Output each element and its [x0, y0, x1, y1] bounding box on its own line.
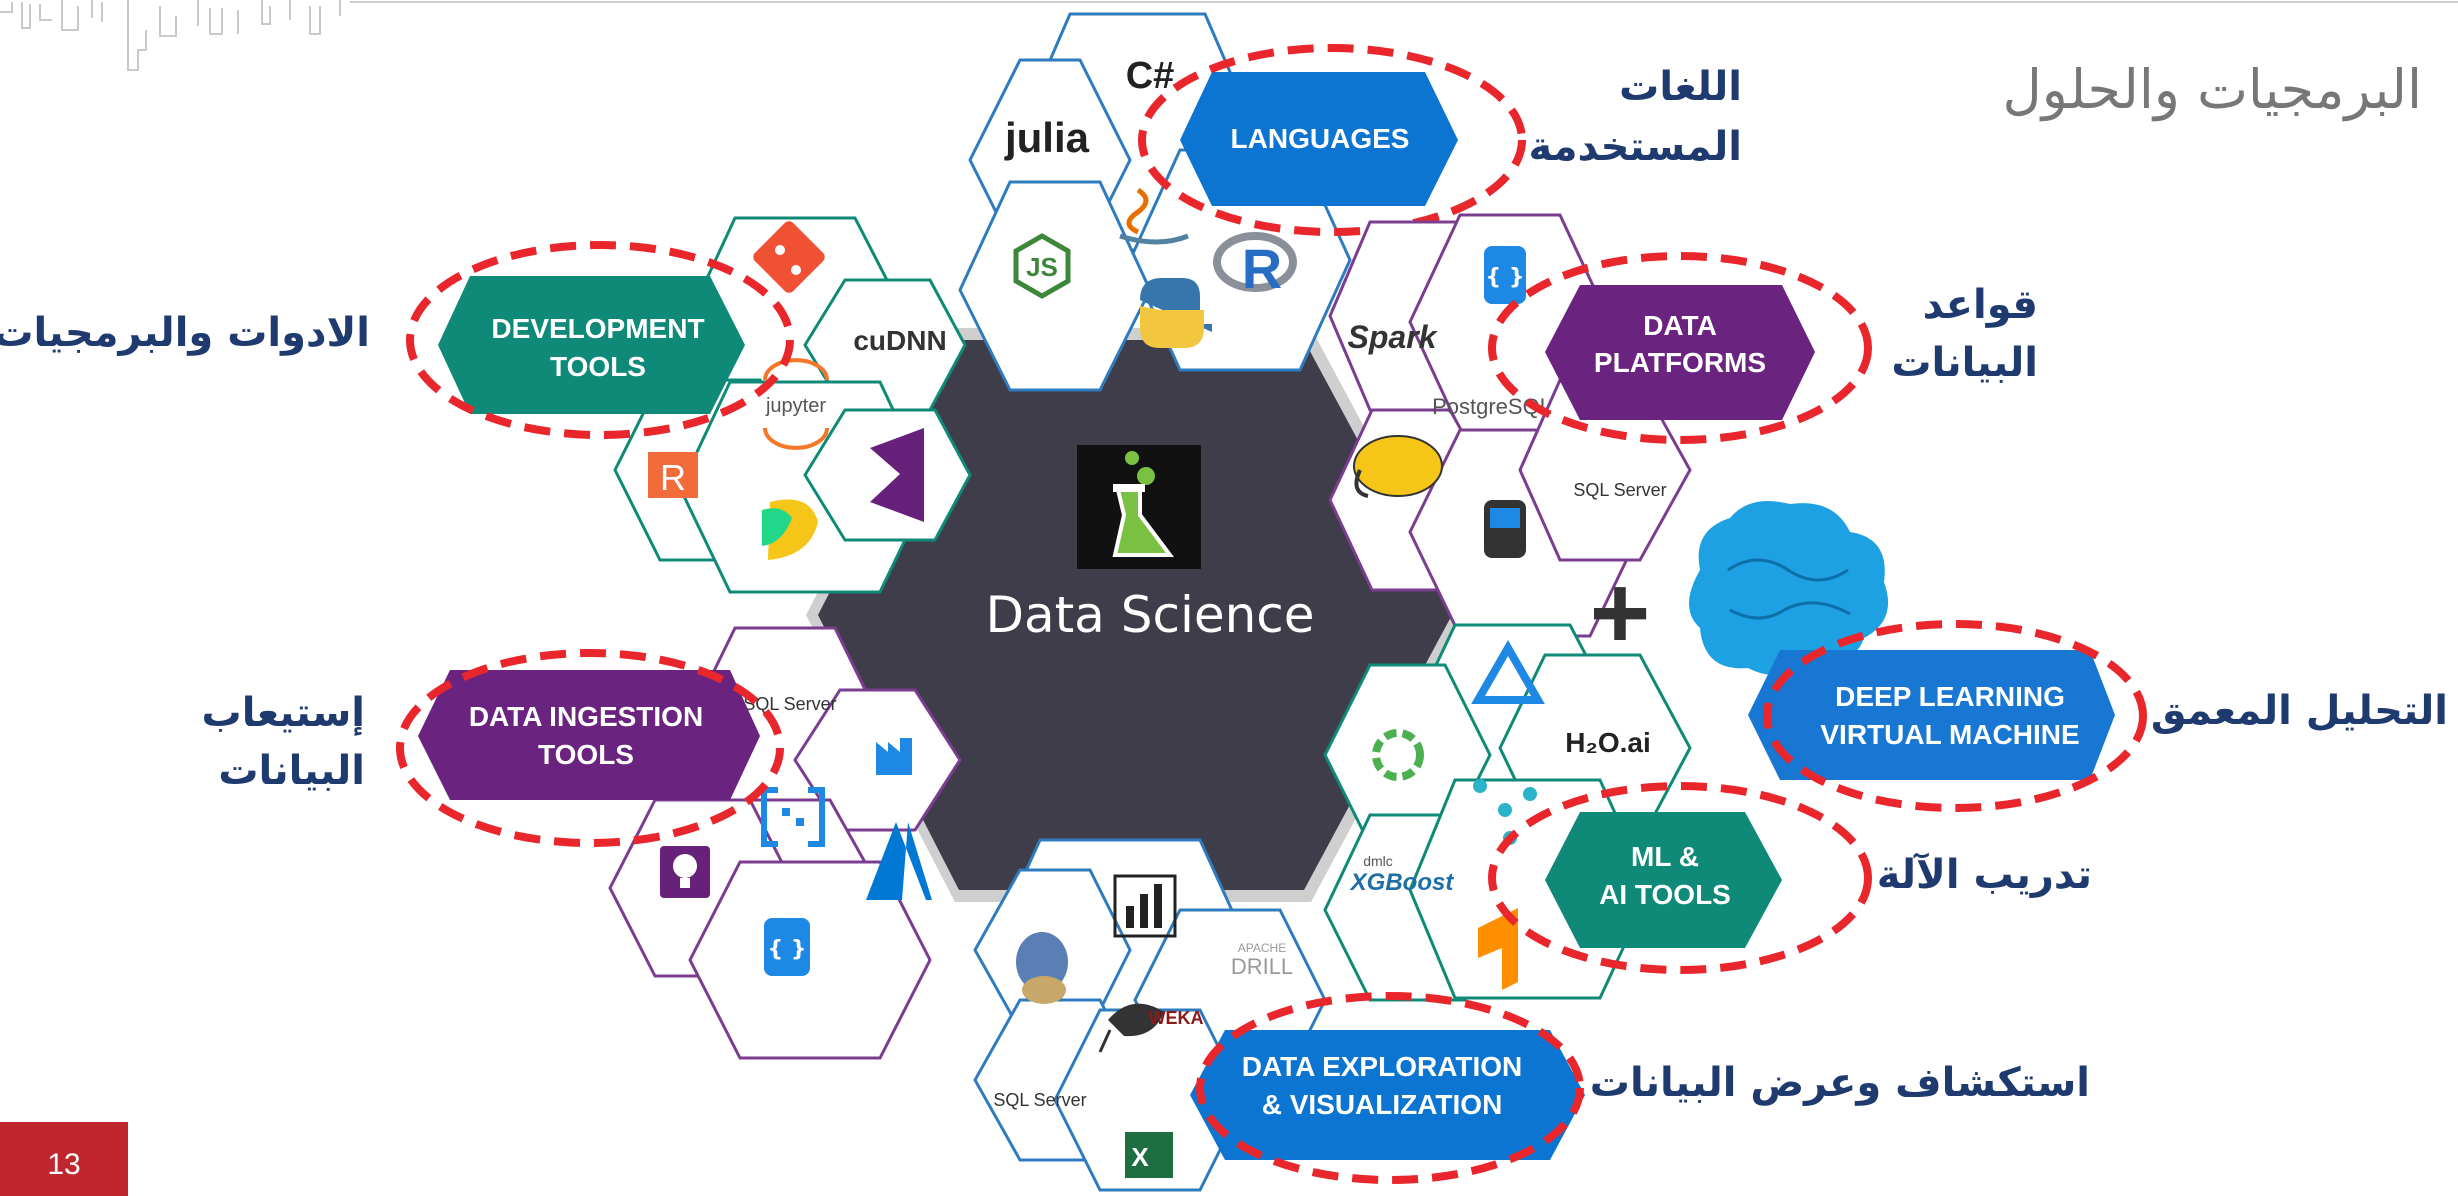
factory-icon [876, 738, 912, 775]
platforms-highlight-ring [1488, 252, 1872, 444]
svg-text:jupyter: jupyter [765, 395, 826, 417]
csharp-logo: C# [1126, 55, 1175, 97]
devtools-cluster [613, 216, 972, 594]
plus-sign: + [1590, 555, 1651, 671]
skyline-decoration [0, 0, 341, 71]
platforms-arabic-line1: قواعد [1923, 282, 2038, 328]
platforms-label-line2: PLATFORMS [1594, 347, 1766, 378]
azure-icon [866, 822, 932, 900]
svg-text:R: R [1242, 237, 1282, 300]
platforms-label-hex [1545, 285, 1815, 420]
ingestion-label-line1: DATA INGESTION [469, 701, 703, 732]
page-number-badge [0, 1122, 128, 1196]
spark-logo: Spark [1348, 319, 1439, 355]
h2o-logo: H₂O.ai [1565, 727, 1651, 758]
rstudio-icon: R [648, 452, 698, 498]
devtools-arabic: الادوات والبرمجيات [0, 310, 370, 356]
svg-text:APACHE: APACHE [1238, 941, 1286, 955]
git-icon [753, 221, 825, 293]
ingestion-label-line2: TOOLS [538, 739, 634, 770]
page-number: 13 [47, 1148, 80, 1181]
languages-label: LANGUAGES [1231, 123, 1410, 154]
mltools-highlight-ring [1488, 782, 1872, 974]
devtools-label-line2: TOOLS [550, 351, 646, 382]
svg-text:DRILL: DRILL [1231, 954, 1293, 979]
center-label: Data Science [985, 586, 1314, 644]
deep-learning-highlight-ring [1763, 620, 2147, 812]
exploration-arabic: استكشاف وعرض البيانات [1590, 1060, 2090, 1106]
sqlserver-logo-ingestion: SQL Server [743, 694, 836, 714]
jupyter-icon: jupyter [763, 358, 829, 450]
platforms-label-line1: DATA [1643, 310, 1717, 341]
r-icon: R [1213, 232, 1297, 300]
xgboost-logo: XGBoost [1349, 869, 1455, 896]
blob-storage-icon: { } [764, 918, 810, 976]
center-hex [818, 340, 1452, 890]
svg-text:JS: JS [1026, 252, 1058, 282]
event-hub-icon [761, 787, 825, 847]
languages-highlight-ring [1138, 44, 1526, 236]
languages-arabic-line1: اللغات [1619, 64, 1742, 110]
database-icon [1484, 500, 1526, 558]
java-icon [1119, 187, 1189, 245]
svg-text:X: X [1131, 1142, 1149, 1172]
sagemaker-icon [1372, 729, 1424, 781]
cosmosdb-icon: { } [1484, 246, 1526, 304]
svg-text:{ }: { } [1486, 265, 1525, 290]
exploration-label-line1: DATA EXPLORATION [1242, 1051, 1523, 1082]
python-icon [1140, 278, 1212, 348]
ingestion-highlight-ring [396, 649, 784, 847]
dmlc-logo: dmlc [1363, 853, 1393, 869]
exploration-highlight-ring [1196, 992, 1584, 1184]
tableau-figure-icon [1016, 932, 1068, 1004]
devtools-label-line1: DEVELOPMENT [491, 313, 704, 344]
pycharm-icon [762, 499, 818, 560]
julia-logo: julia [1004, 114, 1090, 161]
deep-learning-label-hex [1748, 650, 2115, 780]
weka-bird-icon [1098, 1003, 1164, 1053]
languages-label-hex [1180, 72, 1458, 206]
ingestion-arabic-line2: البيانات [218, 748, 365, 794]
mltools-label-line1: ML & [1631, 841, 1699, 872]
drill-logo: APACHE DRILL [1231, 941, 1293, 979]
devtools-label-hex [438, 276, 745, 414]
devtools-highlight-ring [406, 241, 794, 439]
ingestion-label-hex [418, 670, 760, 800]
mltools-cluster [1323, 623, 1692, 1002]
powerbi-icon [1113, 874, 1177, 938]
platforms-arabic-line2: البيانات [1891, 340, 2038, 386]
flask-icon [1077, 445, 1201, 569]
deep-learning-label-line2: VIRTUAL MACHINE [1820, 719, 2079, 750]
slide-title: البرمجيات والحلول [2003, 58, 2422, 121]
exploration-label-line2: & VISUALIZATION [1262, 1089, 1503, 1120]
cudnn-logo: cuDNN [853, 325, 946, 356]
visual-studio-icon [870, 428, 924, 522]
azure-ml-icon [1471, 639, 1545, 704]
exploration-cluster [973, 838, 1327, 1192]
hadoop-elephant-icon [1353, 435, 1443, 498]
svg-text:R: R [660, 457, 686, 498]
svg-text:{ }: { } [768, 937, 807, 962]
tensorflow-icon [1478, 908, 1518, 990]
deep-learning-label-line1: DEEP LEARNING [1835, 681, 2065, 712]
mltools-arabic: تدريب الآلة [1877, 852, 2092, 898]
languages-arabic-line2: المستخدمة [1528, 124, 1742, 170]
mltools-label-hex [1545, 812, 1782, 948]
exploration-label-hex [1190, 1030, 1585, 1160]
mltools-label-line2: AI TOOLS [1599, 879, 1731, 910]
weka-logo: WEKA [1149, 1008, 1204, 1028]
deep-learning-arabic: التحليل المعمق [2151, 688, 2448, 734]
brain-icon [1689, 501, 1889, 676]
ingestion-arabic-line1: إستيعاب [202, 690, 366, 736]
sqlserver-logo-platforms: SQL Server [1573, 480, 1666, 500]
js-icon: JS [1013, 233, 1071, 299]
sqlserver-logo-exploration: SQL Server [993, 1090, 1086, 1110]
lightbulb-icon [660, 846, 710, 898]
excel-icon: X [1125, 1132, 1173, 1178]
